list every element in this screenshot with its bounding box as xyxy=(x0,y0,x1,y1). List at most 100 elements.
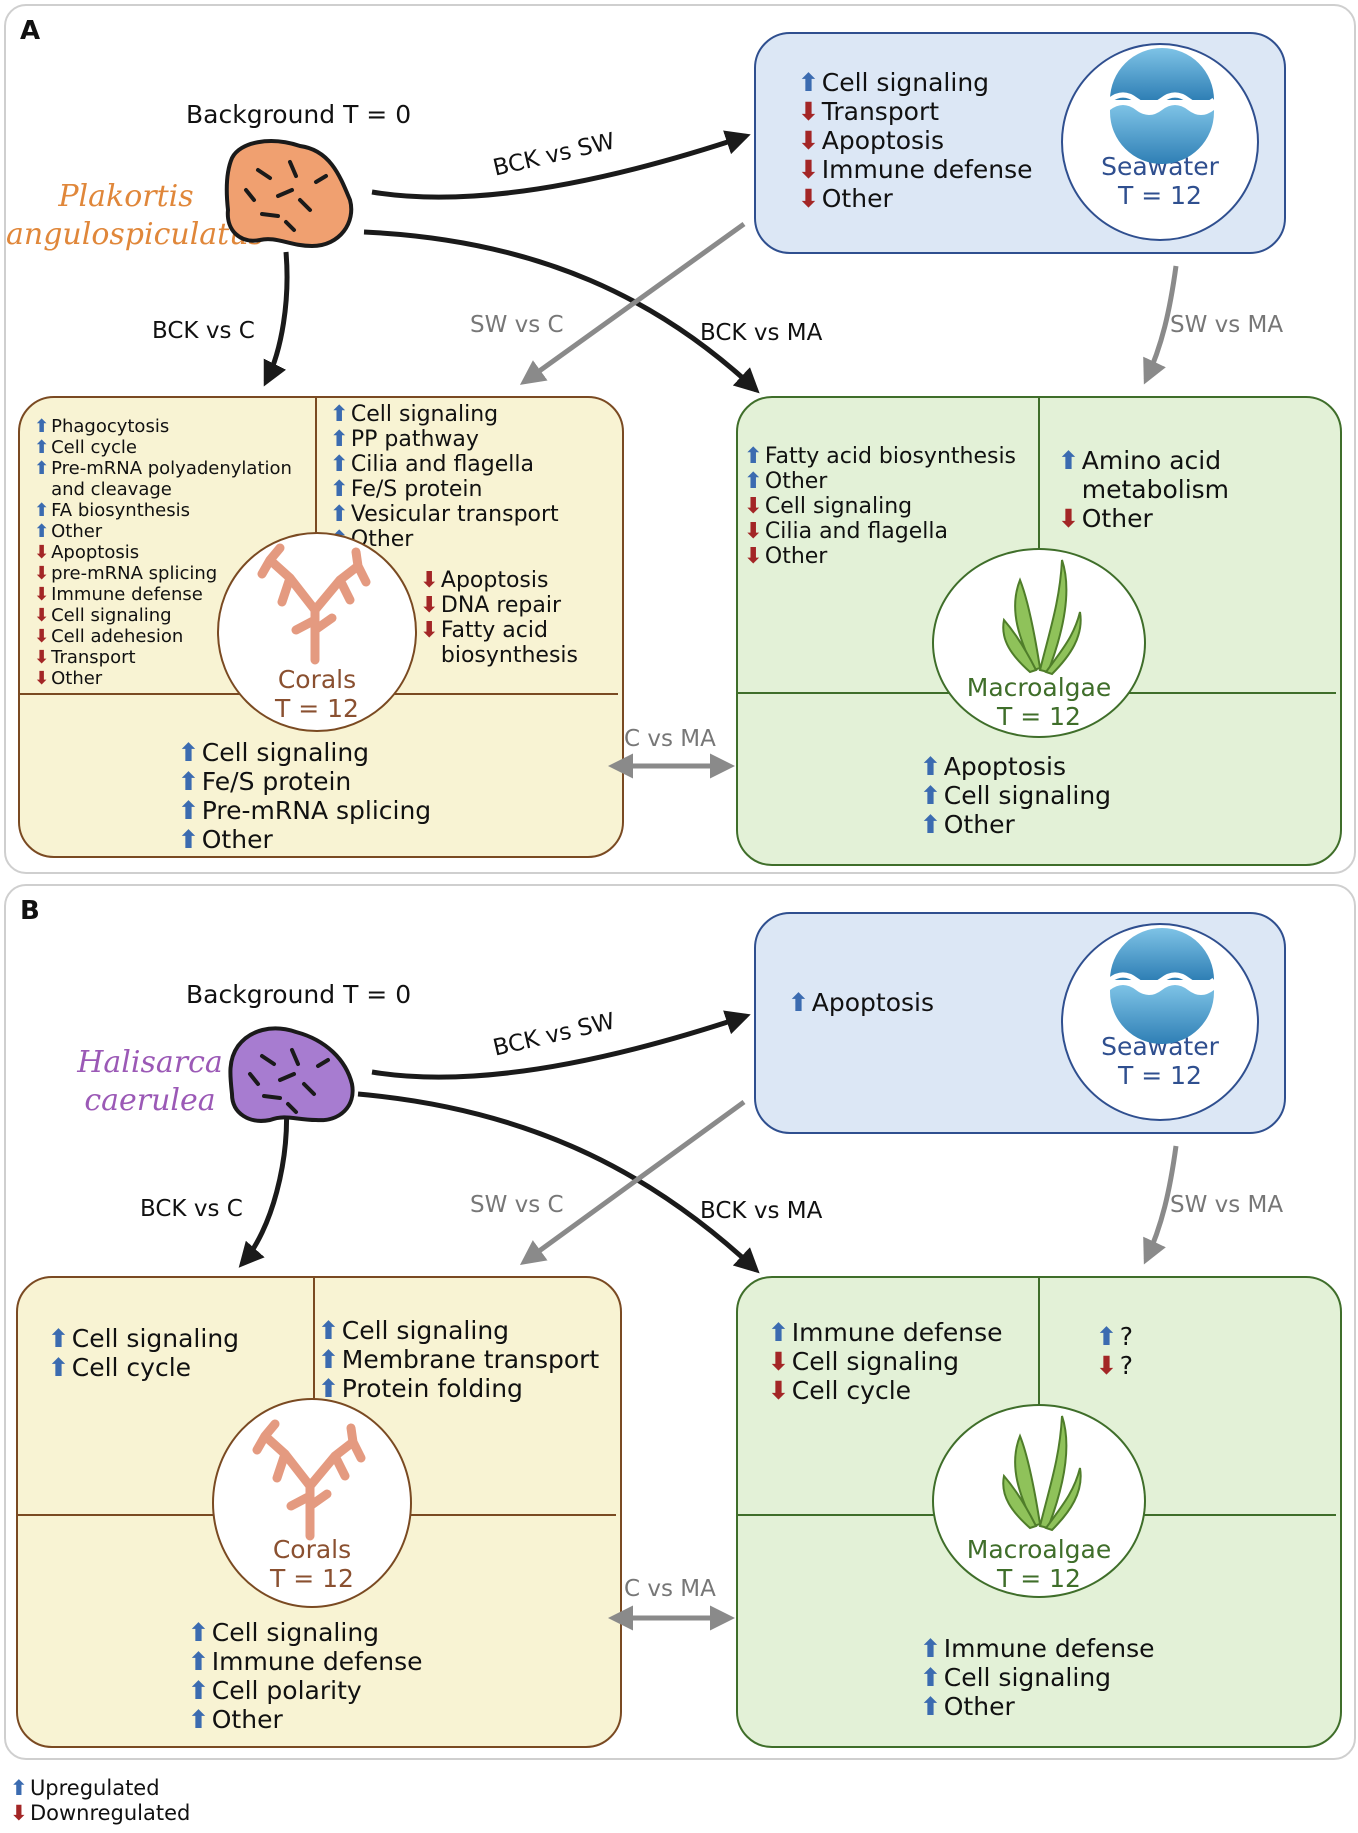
list-item: ⬆Cell polarity xyxy=(188,1676,423,1705)
list-item: ⬇Cell signaling xyxy=(768,1347,1003,1376)
list-item-label: Other xyxy=(51,521,103,542)
list-item-label: FA biosynthesis xyxy=(51,500,191,521)
list-item: ⬇Transport xyxy=(34,647,292,668)
panel-b-species-name: Halisarca caerulea xyxy=(70,1044,230,1120)
list-item-label: Cell cycle xyxy=(791,1376,912,1405)
panel-b-corals-right-list: ⬆Cell signaling⬆Membrane transport⬆Prote… xyxy=(318,1316,599,1403)
list-item: ⬆Cell signaling xyxy=(920,781,1111,810)
list-item-label: pre-mRNA splicing xyxy=(51,563,218,584)
list-item: ⬇Apoptosis xyxy=(798,126,1033,155)
list-item-label: Phagocytosis xyxy=(51,416,170,437)
list-item: ⬆Vesicular transport xyxy=(330,502,559,527)
list-item: ⬆FA biosynthesis xyxy=(34,500,292,521)
arrow-up-icon: ⬆ xyxy=(178,738,199,767)
list-item-label: Other xyxy=(51,668,103,689)
seawater-label: Seawater xyxy=(1101,152,1219,181)
panel-b-edge-bck-c: BCK vs C xyxy=(140,1196,243,1222)
list-item-label: ? xyxy=(1119,1322,1134,1351)
list-item-label: Other xyxy=(211,1705,283,1734)
arrow-up-icon: ⬆ xyxy=(48,1353,69,1382)
list-item: ⬆Upregulated xyxy=(10,1776,190,1801)
arrow-up-icon: ⬆ xyxy=(34,458,50,479)
macroalgae-time: T = 12 xyxy=(997,1563,1081,1593)
panel-b-algae-bottom-list: ⬆Immune defense⬆Cell signaling⬆Other xyxy=(920,1634,1155,1721)
arrow-up-icon: ⬆ xyxy=(798,68,819,97)
corals-time: T = 12 xyxy=(270,1563,354,1593)
list-item: ⬆Other xyxy=(920,810,1111,839)
list-item-label: Fatty acid biosynthesis xyxy=(764,444,1017,469)
list-item-label: Vesicular transport xyxy=(350,502,559,527)
arrow-up-icon: ⬆ xyxy=(330,427,349,452)
arrow-up-icon: ⬆ xyxy=(330,402,349,427)
panel-a-algae-bottom-list: ⬆Apoptosis⬆Cell signaling⬆Other xyxy=(920,752,1111,839)
panel-b-background-label: Background T = 0 xyxy=(186,980,412,1009)
panel-b-corals-vdivider xyxy=(313,1278,315,1410)
panel-a-edge-sw-ma: SW vs MA xyxy=(1170,312,1284,338)
arrow-down-icon: ⬇ xyxy=(34,605,50,626)
list-item: ⬇Other xyxy=(744,544,1016,569)
list-item-label: Cell cycle xyxy=(51,437,137,458)
list-item: ⬆Immune defense xyxy=(920,1634,1155,1663)
coral-icon xyxy=(259,548,375,652)
list-item: ⬇Other xyxy=(1058,504,1229,533)
list-item-label: Cell signaling xyxy=(764,494,913,519)
list-item: and cleavage xyxy=(34,479,292,500)
list-item: ⬆Cell signaling xyxy=(178,738,431,767)
panel-a-corals-right-list: ⬆Cell signaling⬆PP pathway⬆Cilia and fla… xyxy=(330,402,559,552)
panel-b-algae-circle: Macroalgae T = 12 xyxy=(932,1404,1146,1598)
arrow-up-icon: ⬆ xyxy=(188,1618,209,1647)
seawater-time: T = 12 xyxy=(1118,1060,1202,1090)
arrow-down-icon: ⬇ xyxy=(34,563,50,584)
seawater-label: Seawater xyxy=(1101,1032,1219,1061)
arrow-up-icon: ⬆ xyxy=(920,752,941,781)
list-item: ⬆Cell signaling xyxy=(188,1618,423,1647)
arrow-up-icon: ⬆ xyxy=(178,825,199,854)
arrow-up-icon: ⬆ xyxy=(188,1647,209,1676)
list-item: ⬆Cell cycle xyxy=(48,1353,239,1382)
list-item: ⬇Transport xyxy=(798,97,1033,126)
arrow-down-icon: ⬇ xyxy=(798,155,819,184)
arrow-down-icon: ⬇ xyxy=(420,618,439,643)
panel-b-corals-left-list: ⬆Cell signaling⬆Cell cycle xyxy=(48,1324,239,1382)
list-item: ⬇DNA repair xyxy=(420,593,578,618)
list-item-label: Apoptosis xyxy=(51,542,140,563)
list-item: ⬆PP pathway xyxy=(330,427,559,452)
arrow-down-icon: ⬇ xyxy=(1058,504,1079,533)
panel-a-background-label: Background T = 0 xyxy=(186,100,412,129)
list-item: ⬆Protein folding xyxy=(318,1374,599,1403)
arrow-down-icon: ⬇ xyxy=(768,1376,789,1405)
list-item: ⬆Pre-mRNA polyadenylation xyxy=(34,458,292,479)
list-item-label: Apoptosis xyxy=(440,568,549,593)
list-item: ⬆Cell signaling xyxy=(798,68,1033,97)
arrow-up-icon: ⬆ xyxy=(188,1676,209,1705)
seawater-icon xyxy=(1107,939,1211,1043)
list-item-label: Apoptosis xyxy=(821,126,944,155)
list-item: ⬆Immune defense xyxy=(768,1318,1003,1347)
panel-a-edge-bck-c: BCK vs C xyxy=(152,318,255,344)
panel-a-edge-c-ma: C vs MA xyxy=(624,726,716,752)
panel-a-algae-circle: Macroalgae T = 12 xyxy=(932,548,1146,738)
list-item: ⬆Other xyxy=(188,1705,423,1734)
list-item-label: Immune defense xyxy=(821,155,1033,184)
list-item: ⬆Cell cycle xyxy=(34,437,292,458)
species-genus: Plakortis xyxy=(58,179,194,214)
list-item-label: Fatty acid xyxy=(440,618,548,643)
list-item: ⬇Apoptosis xyxy=(420,568,578,593)
list-item-label: Immune defense xyxy=(943,1634,1155,1663)
list-item: ⬆Other xyxy=(744,469,1016,494)
list-item: ⬆Membrane transport xyxy=(318,1345,599,1374)
list-item-label: Apoptosis xyxy=(943,752,1066,781)
panel-a-edge-sw-c: SW vs C xyxy=(470,312,564,338)
list-item-label: Cell signaling xyxy=(943,1663,1112,1692)
list-item: ⬆Fe/S protein xyxy=(330,477,559,502)
arrow-up-icon: ⬆ xyxy=(318,1316,339,1345)
arrow-up-icon: ⬆ xyxy=(34,521,50,542)
list-item-label: Downregulated xyxy=(29,1801,191,1825)
arrow-up-icon: ⬆ xyxy=(34,416,50,437)
arrow-down-icon: ⬇ xyxy=(798,97,819,126)
arrow-up-icon: ⬆ xyxy=(330,452,349,477)
list-item-label: Transport xyxy=(51,647,136,668)
list-item: ⬇Fatty acid xyxy=(420,618,578,643)
arrow-up-icon: ⬆ xyxy=(178,796,199,825)
